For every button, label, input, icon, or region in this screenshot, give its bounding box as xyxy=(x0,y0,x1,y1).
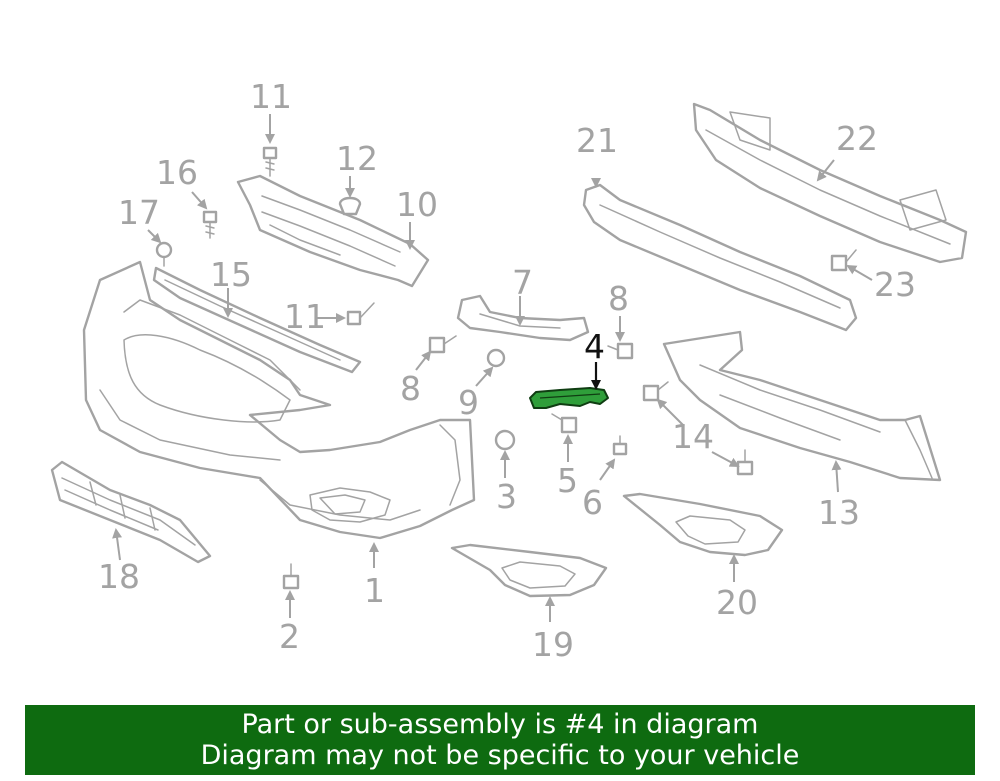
callout-21: 21 xyxy=(576,121,618,160)
fog-bezel-right xyxy=(622,492,784,557)
bolt-11-mid xyxy=(346,302,375,326)
clip-9 xyxy=(486,348,506,368)
callout-7: 7 xyxy=(512,263,533,302)
side-bracket xyxy=(456,294,590,342)
bolt-11-top xyxy=(262,146,278,177)
callout-16: 16 xyxy=(156,153,198,192)
bolt-5 xyxy=(551,413,578,434)
highlighted-part-4 xyxy=(529,387,609,409)
callout-1: 1 xyxy=(364,571,385,610)
callout-15: 15 xyxy=(210,255,252,294)
banner-line-2: Diagram may not be specific to your vehi… xyxy=(200,740,800,771)
callout-14: 14 xyxy=(672,417,714,456)
bolt-14-bottom xyxy=(736,449,754,476)
grille-support xyxy=(236,174,430,288)
fasteners xyxy=(155,146,857,590)
callout-5: 5 xyxy=(557,461,578,500)
reinforcement-beam xyxy=(692,102,968,264)
fog-bezel-left xyxy=(450,543,608,598)
energy-absorber xyxy=(582,183,858,332)
under-cover xyxy=(662,330,942,482)
bolt-6 xyxy=(612,435,628,456)
clip-3 xyxy=(494,429,516,451)
bolt-8-left xyxy=(428,335,457,354)
callout-12: 12 xyxy=(336,139,378,178)
callout-10: 10 xyxy=(396,185,438,224)
callout-6: 6 xyxy=(582,483,603,522)
callout-19: 19 xyxy=(532,625,574,664)
callout-18: 18 xyxy=(98,557,140,596)
info-banner: Part or sub-assembly is #4 in diagram Di… xyxy=(25,705,975,775)
callout-2: 2 xyxy=(279,617,300,656)
callout-22: 22 xyxy=(836,119,878,158)
parts-diagram: 11 12 10 16 17 15 11 7 8 9 8 4 21 22 23 … xyxy=(50,77,968,664)
callout-9: 9 xyxy=(458,383,479,422)
callout-11-top: 11 xyxy=(250,77,292,116)
bolt-14-top xyxy=(642,381,669,402)
callout-8-left: 8 xyxy=(400,369,421,408)
bumper-cover xyxy=(82,260,476,540)
bolt-23 xyxy=(830,249,857,272)
bolt-8-right xyxy=(607,342,634,360)
callout-11-mid: 11 xyxy=(284,297,326,336)
bolt-2 xyxy=(282,563,300,590)
callout-20: 20 xyxy=(716,583,758,622)
banner-line-1: Part or sub-assembly is #4 in diagram xyxy=(241,709,759,740)
callout-8-right: 8 xyxy=(608,279,629,318)
leader-lines xyxy=(112,114,873,622)
clip-17 xyxy=(155,241,173,267)
callouts: 11 12 10 16 17 15 11 7 8 9 8 4 21 22 23 … xyxy=(98,77,916,664)
lower-grille xyxy=(50,460,212,564)
bolt-16 xyxy=(202,210,218,239)
callout-3: 3 xyxy=(496,477,517,516)
callout-4: 4 xyxy=(584,327,605,366)
callout-23: 23 xyxy=(874,265,916,304)
callout-17: 17 xyxy=(118,193,160,232)
clip-12 xyxy=(338,196,362,216)
callout-13: 13 xyxy=(818,493,860,532)
upper-strip xyxy=(152,266,362,374)
